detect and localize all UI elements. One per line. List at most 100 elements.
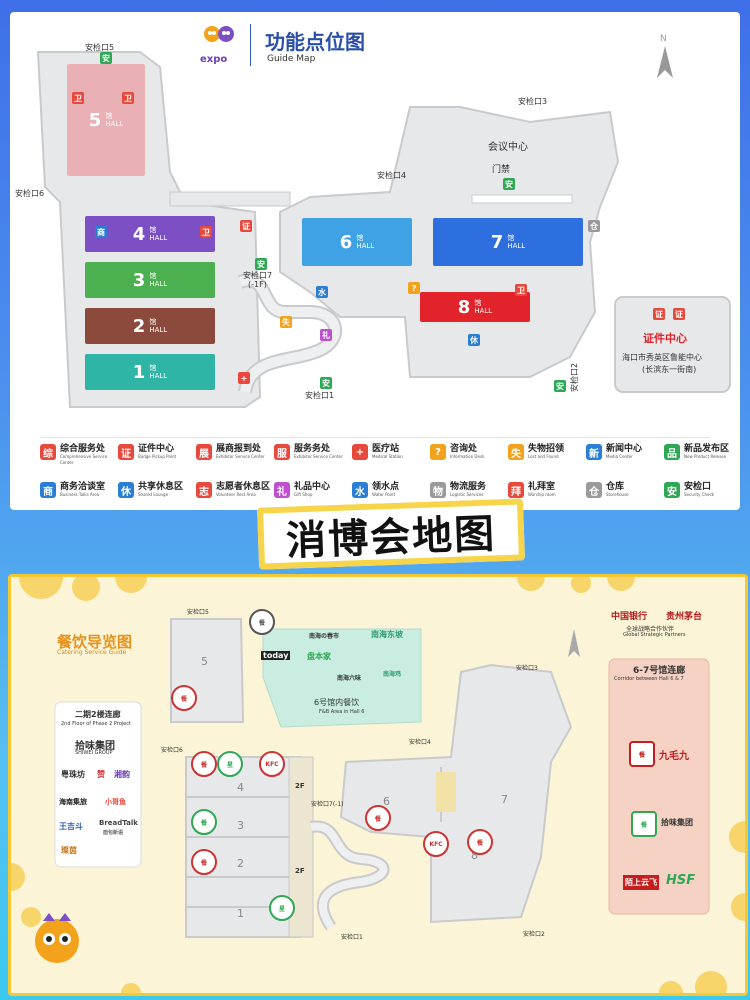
badge-icon: 证 bbox=[653, 308, 665, 320]
restaurant-pin[interactable]: 餐 bbox=[365, 805, 391, 831]
floor-2f-label: 2F bbox=[295, 782, 305, 790]
storehouse-icon: 仓 bbox=[588, 220, 600, 232]
badge-icon: 证 bbox=[673, 308, 685, 320]
legend-label-en: Storehouse bbox=[606, 492, 629, 497]
medical-icon: + bbox=[238, 372, 250, 384]
gate-5-label: 安检口5 bbox=[85, 43, 115, 52]
hall-6-label: 6 bbox=[383, 795, 390, 808]
catering-title: 餐饮导览图 bbox=[57, 633, 133, 651]
legend-icon: ? bbox=[430, 444, 446, 460]
legend-label: 综合服务处 bbox=[60, 444, 106, 454]
mascot-icon bbox=[27, 907, 87, 967]
brand-wangjidou: 王吉斗 bbox=[59, 822, 83, 831]
gate-3-label: 安检口3 bbox=[516, 665, 538, 672]
restaurant-pin[interactable]: 餐 bbox=[467, 829, 493, 855]
brand-jiumaojiu: 九毛九 bbox=[659, 751, 689, 762]
legend-icon: 安 bbox=[664, 482, 680, 498]
restaurant-pin[interactable]: 餐 bbox=[631, 811, 657, 837]
gate-6-label: 安检口6 bbox=[15, 189, 45, 198]
brand-yuezhufang: 粤珠坊 bbox=[61, 770, 85, 779]
legend-icon: 志 bbox=[196, 482, 212, 498]
legend-label-en: Volunteer Rest Area bbox=[216, 492, 256, 497]
shiwei-group: 拾味集团 bbox=[75, 741, 115, 752]
restaurant-pin[interactable]: 餐 bbox=[191, 751, 217, 777]
restaurant-pin[interactable]: 餐 bbox=[191, 809, 217, 835]
legend-icon: 物 bbox=[430, 482, 446, 498]
info-desk-icon: ? bbox=[408, 282, 420, 294]
hall-5-label: 5 bbox=[201, 655, 208, 668]
business-talks-icon: 商 bbox=[95, 226, 107, 238]
kfc-pin[interactable]: KFC bbox=[423, 831, 449, 857]
starbucks-pin[interactable]: 星 bbox=[269, 895, 295, 921]
water-point-icon: 水 bbox=[316, 286, 328, 298]
brand-hsf: HSF bbox=[666, 873, 696, 888]
restroom-icon: 卫 bbox=[122, 92, 134, 104]
brand-hainanjilv: 海南集旅 bbox=[59, 798, 87, 806]
partner-label: 全球战略合作伙伴 bbox=[626, 626, 675, 633]
starbucks-pin[interactable]: 星 bbox=[217, 751, 243, 777]
legend-label-en: New Product Release bbox=[684, 454, 727, 459]
legend-icon: 综 bbox=[40, 444, 56, 460]
restaurant-pin[interactable]: 餐 bbox=[629, 741, 655, 767]
security-check-icon: 安 bbox=[554, 380, 566, 392]
cert-center-address-2: (长滨东一街南) bbox=[642, 365, 697, 374]
legend-label-en: Business Talks Area bbox=[60, 492, 100, 497]
floor-2f-label: 2F bbox=[295, 867, 305, 875]
decorative-circles bbox=[11, 577, 745, 993]
legend-divider bbox=[40, 437, 710, 438]
restaurant-pin[interactable]: 餐 bbox=[249, 609, 275, 635]
security-check-icon: 安 bbox=[255, 258, 267, 270]
shiwei-group-en: SHIWEI GROUP bbox=[75, 750, 113, 756]
security-check-icon: 安 bbox=[320, 377, 332, 389]
kfc-pin[interactable]: KFC bbox=[259, 751, 285, 777]
partner-boc: 中国银行 bbox=[611, 612, 648, 622]
legend-label-en: Medical Station bbox=[372, 454, 403, 459]
brand-xiangyun: 湘韵 bbox=[114, 770, 130, 779]
gate-4-label: 安检口4 bbox=[409, 739, 431, 746]
restaurant-pin[interactable]: 餐 bbox=[171, 685, 197, 711]
gate-6-label: 安检口6 bbox=[161, 747, 183, 754]
legend-label: 领水点 bbox=[372, 482, 400, 492]
legend-icon: 证 bbox=[118, 444, 134, 460]
legend-label-en: Information Desk bbox=[450, 454, 485, 459]
gate-2-label: 安检口2 bbox=[570, 362, 580, 393]
hall-4-label: 4 bbox=[237, 781, 244, 794]
hall-2-label: 2 bbox=[237, 857, 244, 870]
hall-7-label: 7 bbox=[501, 793, 508, 806]
legend-icon: 商 bbox=[40, 482, 56, 498]
f6-area-subtitle: F&B Area in Hall 6 bbox=[319, 709, 365, 715]
restaurant-pin[interactable]: 餐 bbox=[191, 849, 217, 875]
legend-label: 新闻中心 bbox=[606, 444, 643, 454]
brand-breadtalk: BreadTalk bbox=[99, 819, 138, 827]
legend-label: 礼品中心 bbox=[294, 482, 331, 492]
brand-nanhai-liuwei: 南海六味 bbox=[337, 675, 362, 682]
cert-center-address: 海口市秀英区鲁能中心 bbox=[622, 353, 702, 362]
hall-1-label: 1 bbox=[237, 907, 244, 920]
legend-icon: 品 bbox=[664, 444, 680, 460]
gate-2-label: 安检口2 bbox=[523, 931, 545, 938]
legend-label-en: Security Check bbox=[684, 492, 715, 497]
legend-icon: + bbox=[352, 444, 368, 460]
catering-guide-map: 餐饮导览图 Catering Service Guide 中国银行 贵州茅台 全… bbox=[8, 574, 748, 996]
gate-3-label: 安检口3 bbox=[518, 97, 548, 106]
restroom-icon: 卫 bbox=[515, 284, 527, 296]
brand-canyin: 璨茵 bbox=[61, 846, 77, 855]
brand-panbenjia: 盘本家 bbox=[307, 652, 331, 661]
legend-icon: 拜 bbox=[508, 482, 524, 498]
legend-icon: 服 bbox=[274, 444, 290, 460]
